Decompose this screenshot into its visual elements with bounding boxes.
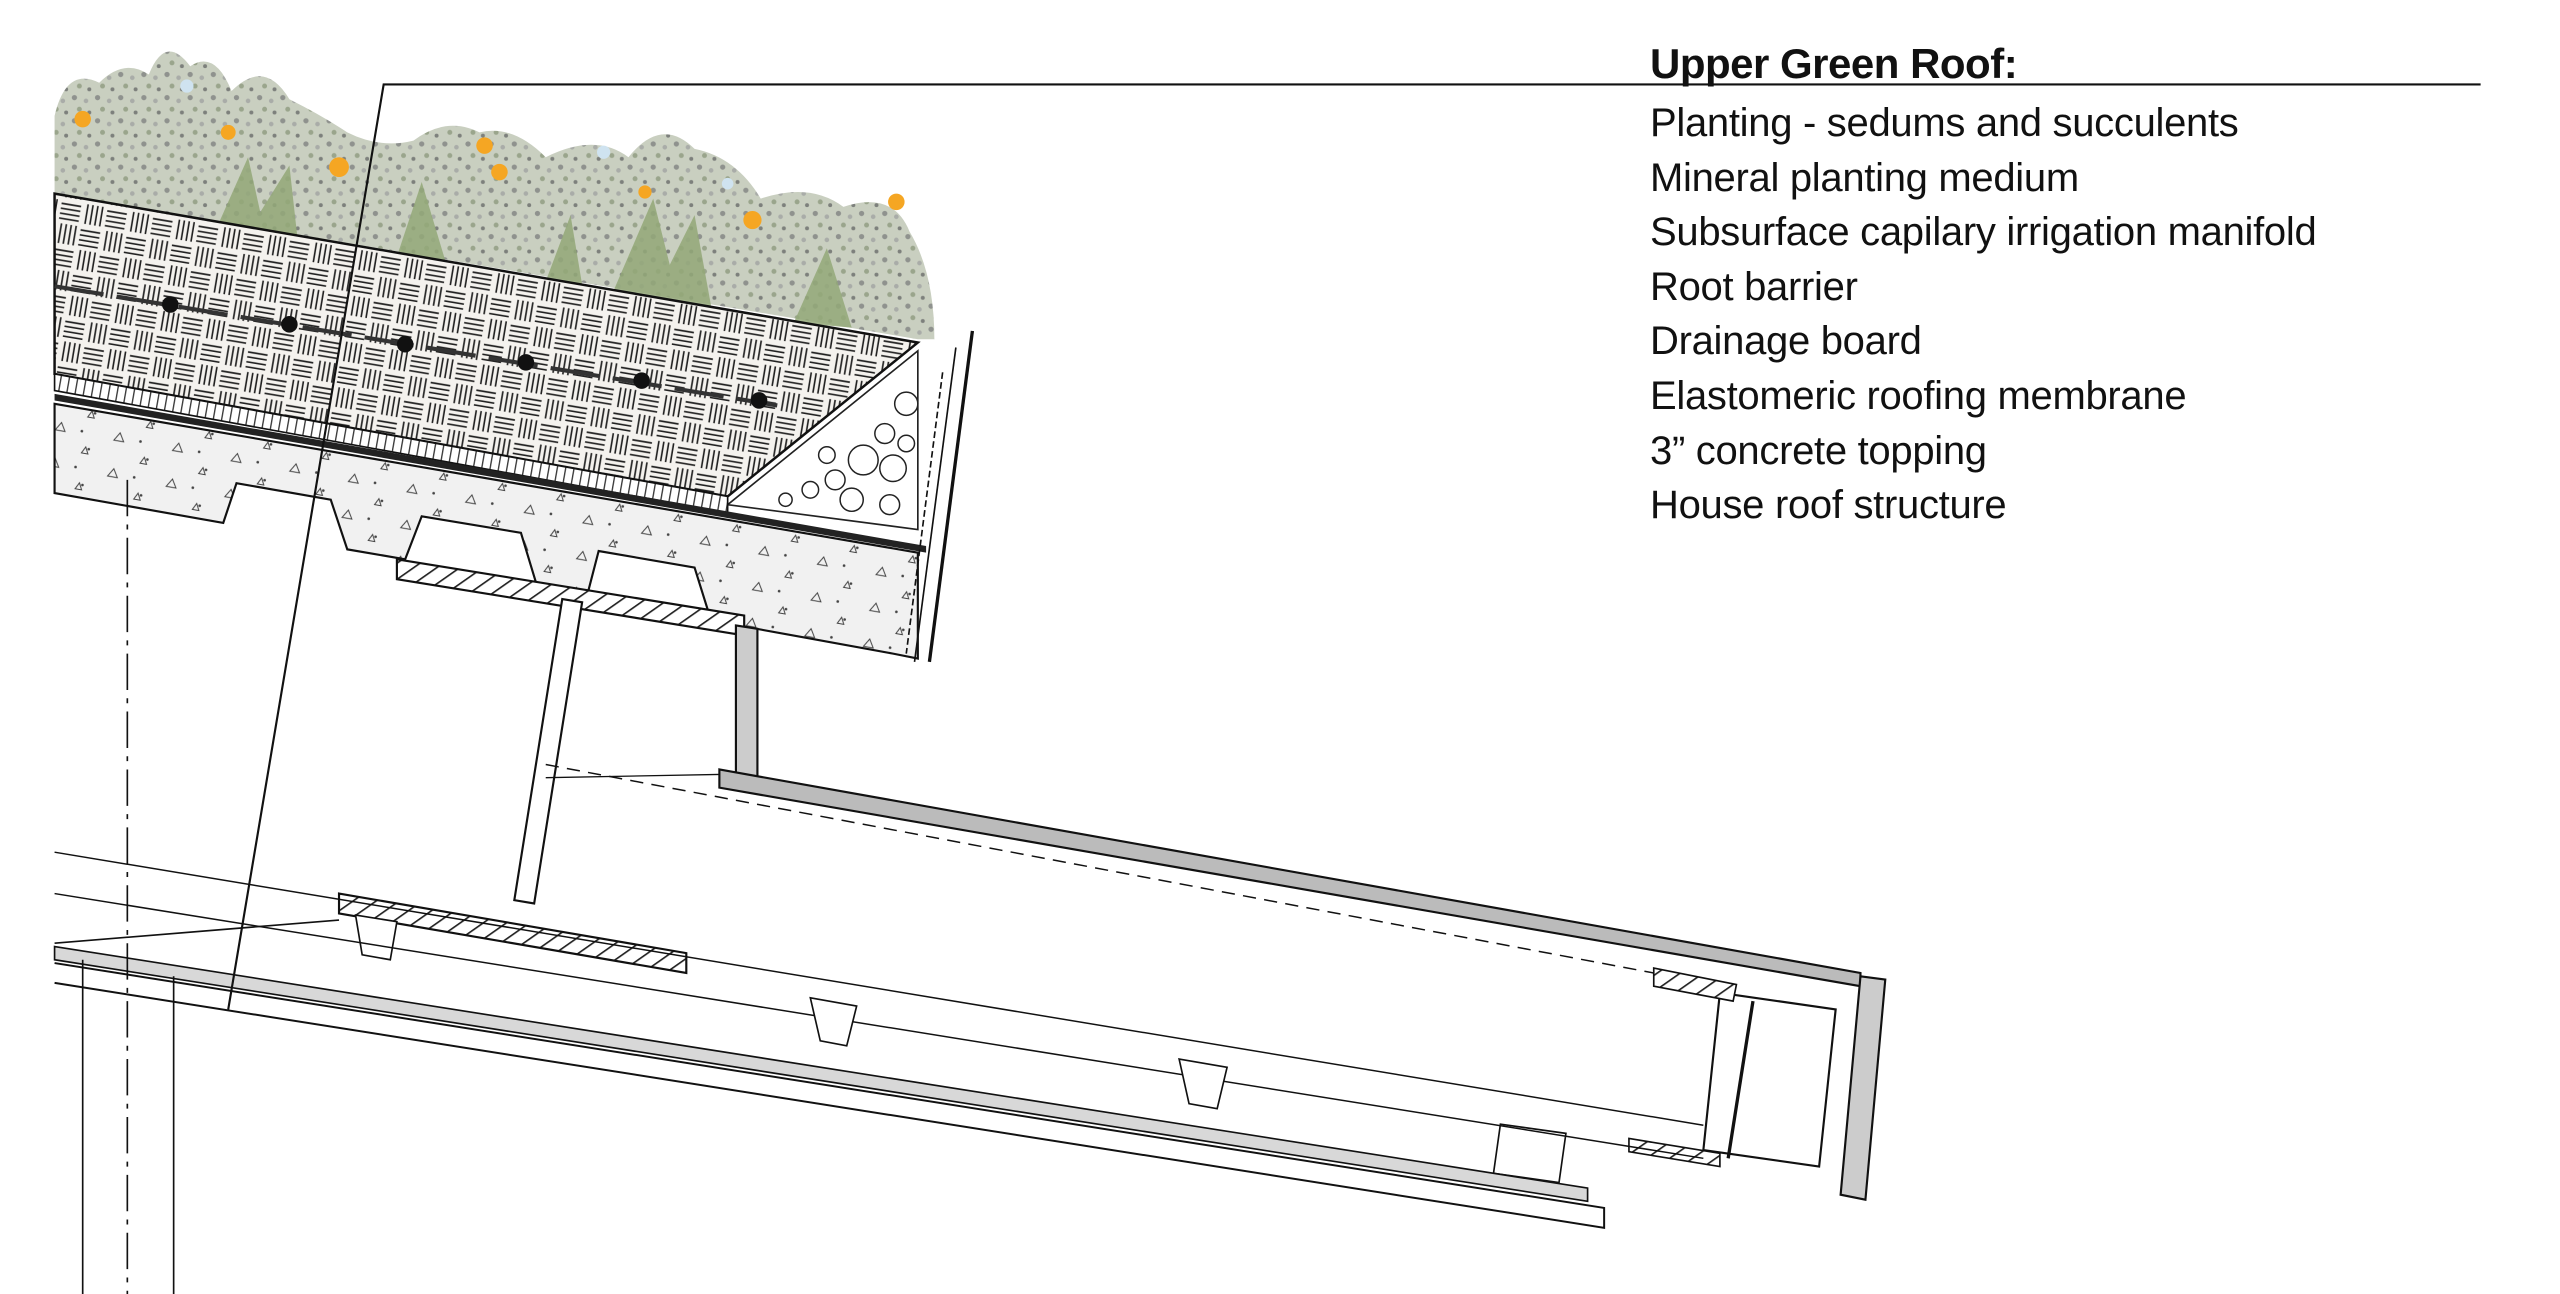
legend-item: Drainage board [1650, 319, 1922, 364]
legend: Upper Green Roof: Planting - sedums and … [1650, 38, 2317, 533]
legend-item: House roof structure [1650, 483, 2007, 528]
ceiling-assembly [53, 851, 1704, 1229]
legend-item: Elastomeric roofing membrane [1650, 373, 2187, 418]
roofing-membrane [54, 393, 927, 553]
legend-item: 3” concrete topping [1650, 428, 1987, 473]
legend-item: Mineral planting medium [1650, 155, 2079, 200]
gravel-edge [725, 349, 919, 531]
concrete-topping [53, 402, 919, 660]
legend-item: Root barrier [1650, 264, 1858, 309]
legend-item: Subsurface capilary irrigation manifold [1650, 210, 2317, 255]
edge-flashing [905, 330, 975, 663]
reference-lines [81, 83, 2481, 1294]
legend-title: Upper Green Roof: [1650, 40, 2018, 87]
legend-item: Planting - sedums and succulents [1650, 101, 2239, 145]
flower-dots [74, 110, 905, 230]
planting-sedums [54, 51, 935, 340]
legend-list: Planting - sedums and succulents Mineral… [1650, 96, 2317, 533]
roof-channel [545, 624, 1887, 1201]
irrigation-manifold [54, 284, 778, 409]
steel-i-beam [337, 558, 746, 975]
